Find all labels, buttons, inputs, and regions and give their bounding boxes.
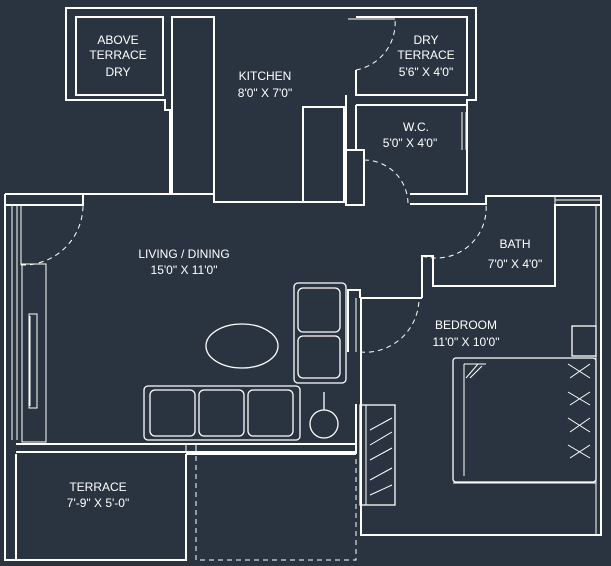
dry-terrace-box [355,16,468,96]
dry-terrace-label-1: DRY [413,33,438,47]
kitchen-opening [213,194,303,203]
bath-door-swing [421,203,487,259]
walls [4,7,602,561]
living-dining-size: 15'0" X 11'0" [151,263,218,277]
bed [452,357,597,484]
bedroom-outer-wall [360,205,602,536]
bedroom-label: BEDROOM [435,318,497,332]
living-left-cabinet [28,313,38,409]
bedroom-size: 11'0" X 10'0" [433,335,500,349]
door-swings [20,18,487,353]
wc-box [356,104,468,195]
terrace-door-mullion [185,444,197,452]
wc-size: 5'0" X 4'0" [383,136,437,150]
dry-terrace-door-swing [355,18,396,71]
above-terrace-dry-box [75,16,164,96]
dry-terrace-size: 5'6" X 4'0" [399,65,453,79]
furniture [143,282,597,506]
bath-window [554,196,600,205]
wc-partition [345,95,365,206]
terrace-size: 7'-9" X 5'-0" [67,496,129,510]
living-entry-door-swing [20,203,84,266]
kitchen-counter [302,106,345,203]
bath-label: BATH [499,237,530,251]
wc-label: W.C. [403,120,429,134]
above-terrace-dry-label-2: TERRACE [89,48,146,62]
living-dining-label: LIVING / DINING [138,247,229,261]
room-labels: ABOVE TERRACE DRY KITCHEN 8'0" X 7'0" DR… [67,33,542,510]
kitchen-size: 8'0" X 7'0" [238,86,292,100]
living-left-panel [21,263,47,443]
terrace-dashed-edge [195,456,357,561]
terrace-label: TERRACE [69,480,126,494]
armchair-pair [293,282,347,384]
terrace-box [15,453,356,561]
living-left-window [11,205,18,440]
kitchen-label: KITCHEN [239,69,292,83]
above-terrace-dry-label-3: DRY [105,65,130,79]
kitchen-left-partition [171,16,215,195]
dining-table [205,323,279,369]
left-outer-wall [4,194,16,561]
bath-size: 7'0" X 4'0" [488,257,542,271]
side-table [309,409,339,439]
bedside-table [571,325,597,357]
upper-outer-wall [65,7,477,194]
above-terrace-dry-label-1: ABOVE [97,33,138,47]
bedroom-door-swing [359,297,420,353]
wc-door-swing [363,159,409,205]
wc-window [461,112,467,150]
wardrobe [359,404,396,506]
sofa [143,385,301,441]
living-window-top [4,194,84,206]
bedroom-door-jamb [347,289,361,352]
dry-terrace-label-2: TERRACE [397,48,454,62]
